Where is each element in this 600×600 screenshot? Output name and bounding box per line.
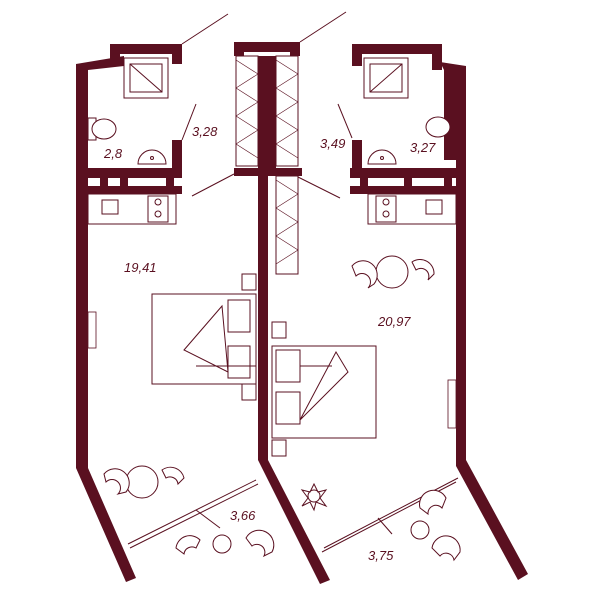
right-sink: [367, 149, 397, 165]
left-kitchen-post-2: [120, 176, 128, 188]
area-left-room: 19,41: [124, 260, 157, 275]
left-top-wall-2: [110, 44, 120, 66]
right-window: [447, 379, 457, 429]
central-wall-left-stub: [234, 42, 244, 56]
left-bed: [151, 273, 257, 401]
left-kitchen-top-wall: [86, 186, 182, 194]
area-left-bath: 2,8: [103, 146, 123, 161]
left-dining: [103, 465, 185, 499]
area-right-balcony: 3,75: [368, 548, 394, 563]
wardrobes: [235, 55, 299, 275]
right-top-wall-right: [432, 44, 442, 70]
right-kitchen-post-3: [444, 176, 452, 188]
area-right-room: 20,97: [377, 314, 411, 329]
right-kitchen-post-2: [404, 176, 412, 188]
central-wall-right-stub: [290, 42, 300, 56]
left-bath-bottom-wall: [86, 168, 182, 178]
right-bed: [271, 321, 377, 457]
area-right-hall: 3,49: [320, 136, 345, 151]
left-kitchen-post-3: [166, 176, 174, 188]
left-bath-right-wall-low: [172, 140, 182, 172]
central-wall-top: [234, 42, 298, 52]
left-sink: [137, 149, 167, 165]
door-lines: [181, 11, 353, 199]
left-toilet: [91, 118, 117, 140]
right-balcony: [321, 477, 461, 562]
right-kitchen-post-1: [360, 176, 368, 188]
right-bathroom-fixtures: [363, 57, 461, 165]
right-bath-bottom-wall: [350, 168, 458, 178]
left-hall-bottom-wall: [234, 168, 266, 176]
area-right-bath: 3,27: [410, 140, 436, 155]
area-labels: 2,8 3,28 19,41 3,66 3,49 3,27 20,97 3,75: [103, 124, 436, 563]
area-left-balcony: 3,66: [230, 508, 256, 523]
left-top-wall: [110, 44, 182, 54]
right-plant: [300, 482, 328, 512]
right-toilet: [425, 116, 451, 138]
area-left-hall: 3,28: [192, 124, 218, 139]
right-wardrobe-top: [275, 55, 299, 167]
right-dining: [351, 255, 435, 289]
left-wardrobe: [235, 55, 259, 167]
left-window: [87, 311, 97, 349]
left-bathroom-fixtures: [87, 57, 169, 165]
right-hall-bottom-wall: [266, 168, 302, 176]
right-kitchen-top-wall: [350, 186, 458, 194]
left-bath-right-wall: [172, 44, 182, 64]
right-top-wall: [352, 44, 440, 54]
left-balcony: [127, 479, 275, 558]
right-outer-wall: [440, 62, 528, 580]
left-kitchen-post-1: [100, 176, 108, 188]
right-wardrobe-bottom: [275, 175, 299, 275]
central-party-wall: [258, 56, 330, 584]
right-top-wall-left: [352, 44, 362, 66]
left-kitchen: [87, 193, 177, 225]
right-kitchen: [367, 193, 457, 225]
right-bath-left-wall: [352, 140, 362, 172]
